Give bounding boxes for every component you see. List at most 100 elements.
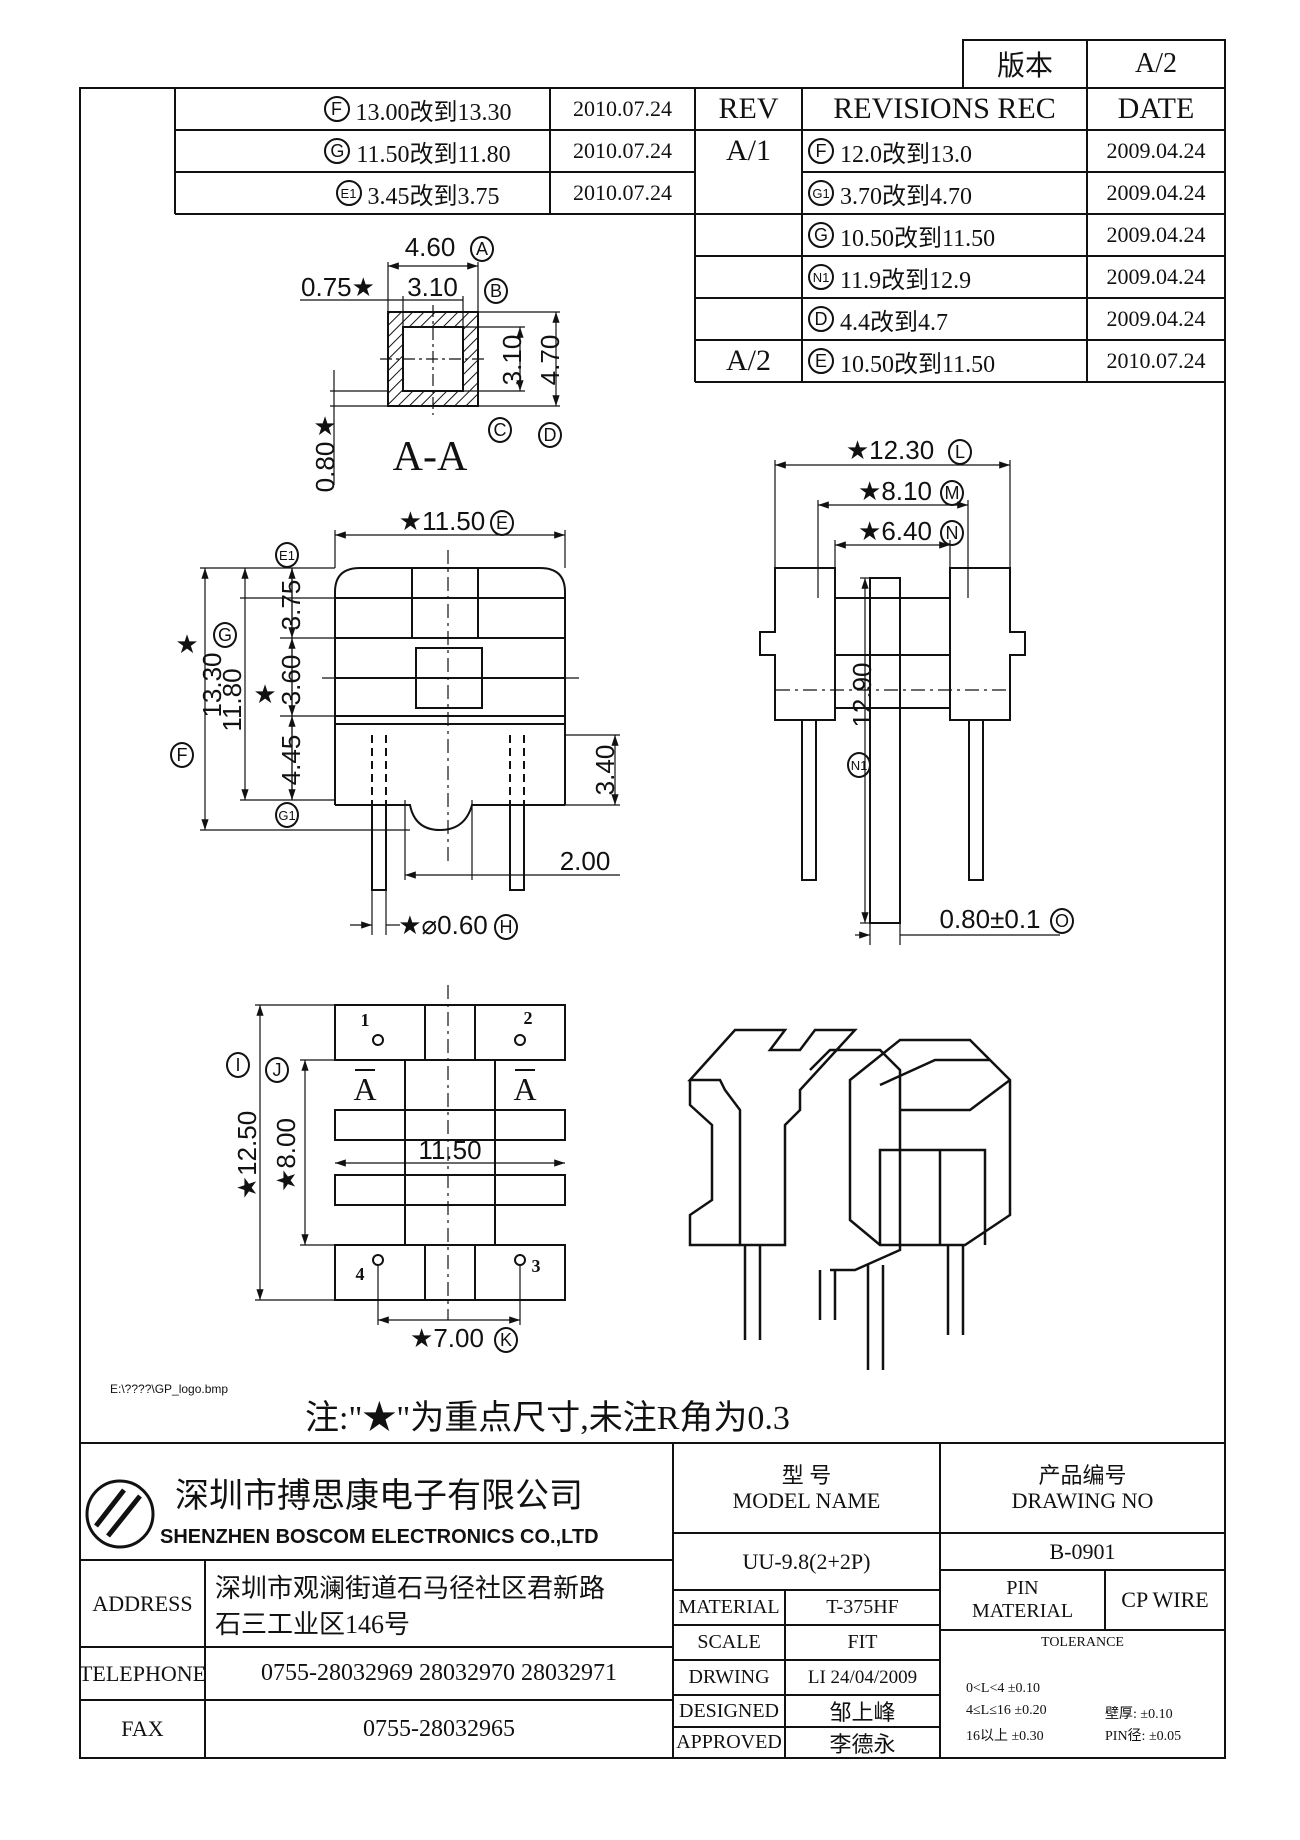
pin-number: 3 <box>531 1255 541 1276</box>
pin-number: 2 <box>523 1007 533 1028</box>
mark-k-label: K <box>494 1325 524 1355</box>
mark-g1-icon: G1 <box>808 180 834 206</box>
rev-record-text: 3.70改到4.70 <box>840 183 972 210</box>
tolerance-pin: PIN径: ±0.05 <box>1105 1729 1182 1744</box>
tolerance-wall: 壁厚: ±0.10 <box>1105 1707 1173 1722</box>
mark-m-icon: M <box>940 480 964 506</box>
dim-flange: 0.80 <box>309 441 340 493</box>
pin-material-line1: PIN <box>1006 1577 1039 1599</box>
company-name-cn: 深圳市搏思康电子有限公司 <box>175 1477 583 1515</box>
rev-date: 2010.07.24 <box>1106 348 1206 373</box>
dim-wall: 0.75★ <box>301 271 375 302</box>
left-rev-text: 13.00改到13.30 <box>355 99 512 126</box>
tolerance-row: 16以上 ±0.30 <box>966 1729 1044 1744</box>
dim-340: 3.40 <box>589 744 620 796</box>
side-left-flange <box>759 567 836 721</box>
rev-date: 2009.04.24 <box>1106 306 1206 331</box>
side-core <box>834 597 951 709</box>
side-right-flange <box>949 567 1026 721</box>
dim-wire: 0.80±0.1 <box>939 903 1041 934</box>
left-rev-text: 3.45改到3.75 <box>367 183 500 210</box>
section-marker: A <box>513 1070 537 1107</box>
mark-e1-icon: E1 <box>275 542 299 568</box>
mark-n-label: N <box>940 518 970 548</box>
mark-e1-label: E1 <box>275 540 305 570</box>
rev-code: A/2 <box>726 344 771 377</box>
mark-n1-icon: N1 <box>847 752 871 778</box>
scale-label: SCALE <box>697 1631 761 1653</box>
mark-f-label: F <box>170 740 200 770</box>
mark-d-label: D <box>538 420 568 450</box>
drawing-cn: 产品编号 <box>1038 1462 1127 1488</box>
star-mark: ★ <box>253 680 277 709</box>
note: 注:"★"为重点尺寸,未注R角为0.3 <box>305 1399 790 1437</box>
mark-e-icon: E <box>808 348 834 374</box>
left-rev-row: E1 3.45改到3.75 <box>285 172 550 214</box>
logo-path: E:\????\GP_logo.bmp <box>110 1382 229 1396</box>
dim-445: 4.45 <box>275 734 306 786</box>
dim-outer-height: 4.70 <box>534 334 565 386</box>
mark-g-label: G <box>213 620 243 650</box>
rev-header: REV <box>718 92 779 125</box>
rev-code: A/1 <box>726 134 771 167</box>
version-label: 版本 <box>996 51 1053 82</box>
mark-c-icon: C <box>488 417 512 443</box>
mark-o-label: O <box>1050 906 1080 936</box>
mark-j-label: J <box>265 1055 295 1085</box>
section-title: A-A <box>392 434 468 480</box>
dim-pin-diameter: ★⌀0.60 <box>398 909 488 940</box>
mark-h-icon: H <box>494 914 518 940</box>
mark-g1-icon: G1 <box>275 802 299 828</box>
company-name-en: SHENZHEN BOSCOM ELECTRONICS CO.,LTD <box>160 1525 599 1548</box>
dim-200: 2.00 <box>559 845 611 876</box>
model-en: MODEL NAME <box>732 1488 881 1513</box>
dim-inner-width: 3.10 <box>407 271 458 302</box>
left-rev-date: 2010.07.24 <box>573 96 672 121</box>
dim-outer-width: 4.60 <box>404 231 456 262</box>
rev-record-text: 10.50改到11.50 <box>840 225 996 252</box>
star-mark: ★ <box>313 412 337 441</box>
pin-material-line2: MATERIAL <box>971 1600 1074 1622</box>
mark-b-icon: B <box>484 278 508 304</box>
rev-record-text: 10.50改到11.50 <box>840 351 996 378</box>
pin-number: 1 <box>360 1009 370 1030</box>
scale-value: FIT <box>847 1631 878 1653</box>
mark-e-label: E <box>490 508 520 538</box>
tolerance-row: 4≤L≤16 ±0.20 <box>966 1703 1047 1718</box>
telephone-value: 0755-28032969 28032970 28032971 <box>261 1660 617 1686</box>
approved-value: 李德永 <box>829 1731 896 1757</box>
address-line2: 石三工业区146号 <box>215 1609 411 1639</box>
left-rev-date: 2010.07.24 <box>573 138 672 163</box>
rev-record-text: 12.0改到13.0 <box>840 141 972 168</box>
front-upper-block <box>334 597 566 717</box>
model-header: 型 号 MODEL NAME <box>673 1443 940 1533</box>
model-value: UU-9.8(2+2P) <box>742 1548 871 1574</box>
mark-f-icon: F <box>808 138 834 164</box>
rev-date: 2009.04.24 <box>1106 222 1206 247</box>
mark-b-label: B <box>484 276 514 306</box>
version-value: A/2 <box>1135 48 1177 79</box>
pin-material-value: CP WIRE <box>1121 1587 1209 1612</box>
fax-value: 0755-28032965 <box>363 1715 515 1742</box>
dim-1290: 12.90 <box>846 662 877 728</box>
tolerance-label: TOLERANCE <box>1041 1635 1124 1650</box>
sheet-border <box>79 87 1226 1759</box>
revisions-header: REVISIONS REC <box>833 92 1056 125</box>
dim-700: ★7.00 <box>410 1322 484 1353</box>
mark-k-icon: K <box>494 1327 518 1353</box>
dim-640: ★6.40 <box>858 515 932 546</box>
rev-record-text: 4.4改到4.7 <box>840 309 948 336</box>
mark-a-icon: A <box>470 236 494 262</box>
address-label: ADDRESS <box>92 1590 193 1616</box>
mark-g-icon: G <box>213 622 237 648</box>
rev-date: 2009.04.24 <box>1106 180 1206 205</box>
mark-i-icon: I <box>226 1052 250 1078</box>
dim-inner-height: 3.10 <box>496 334 527 386</box>
rev-date: 2009.04.24 <box>1106 138 1206 163</box>
fax-label: FAX <box>121 1716 164 1741</box>
left-rev-date: 2010.07.24 <box>573 180 672 205</box>
mark-o-icon: O <box>1050 908 1074 934</box>
